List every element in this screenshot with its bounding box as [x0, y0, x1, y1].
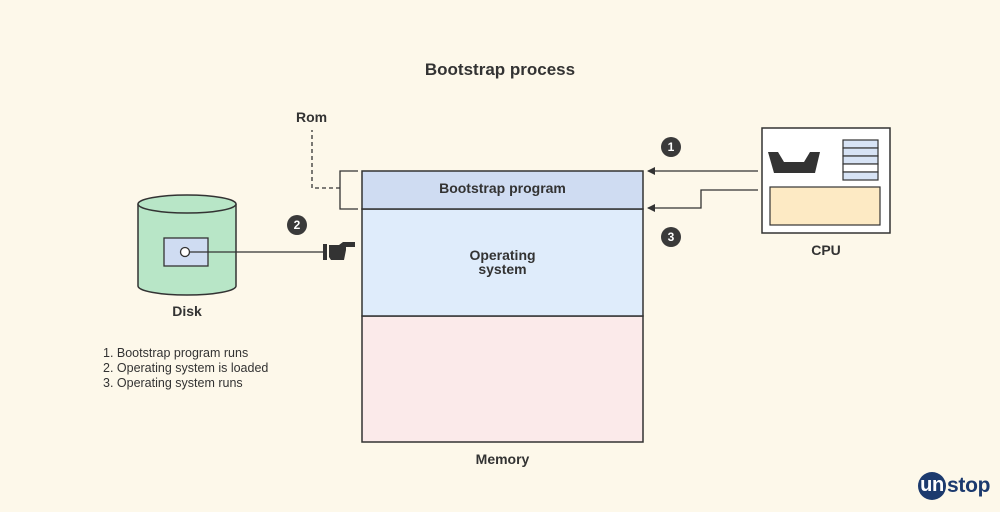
logo-circle: un: [918, 472, 946, 500]
rom-bracket: [339, 170, 358, 210]
memory-label: Memory: [475, 451, 530, 467]
pointing-hand-icon: [323, 242, 355, 260]
operating-system-label: Operating system: [362, 248, 643, 276]
disk-cylinder-icon: [137, 194, 237, 296]
arrow-cpu-to-os: [647, 189, 758, 212]
rom-dashed-connector: [311, 130, 340, 189]
step-badge-2: 2: [287, 215, 307, 235]
step-item: 3. Operating system runs: [103, 376, 243, 390]
disk-label: Disk: [172, 303, 202, 319]
cpu-register-stack: [842, 139, 879, 181]
bootstrap-program-block: [361, 170, 644, 210]
diagram-title: Bootstrap process: [424, 60, 576, 79]
operating-system-label-line2: system: [478, 261, 527, 277]
step-badge-3: 3: [661, 227, 681, 247]
bootstrap-program-label: Bootstrap program: [439, 180, 566, 196]
operating-system-label-line1: Operating: [469, 247, 536, 263]
rom-label: Rom: [296, 109, 328, 125]
cpu-unit-icon: [768, 152, 820, 173]
operating-system-block: [361, 208, 644, 317]
memory-block: [361, 315, 644, 443]
steps-list: 1. Bootstrap program runs 2. Operating s…: [103, 346, 268, 391]
cpu-label: CPU: [811, 242, 841, 258]
cpu-panel: [769, 186, 881, 226]
cpu-box: [761, 127, 891, 234]
step-item: 2. Operating system is loaded: [103, 361, 269, 375]
step-item: 1. Bootstrap program runs: [103, 346, 249, 360]
step-badge-1: 1: [661, 137, 681, 157]
logo-text: stop: [947, 474, 991, 497]
